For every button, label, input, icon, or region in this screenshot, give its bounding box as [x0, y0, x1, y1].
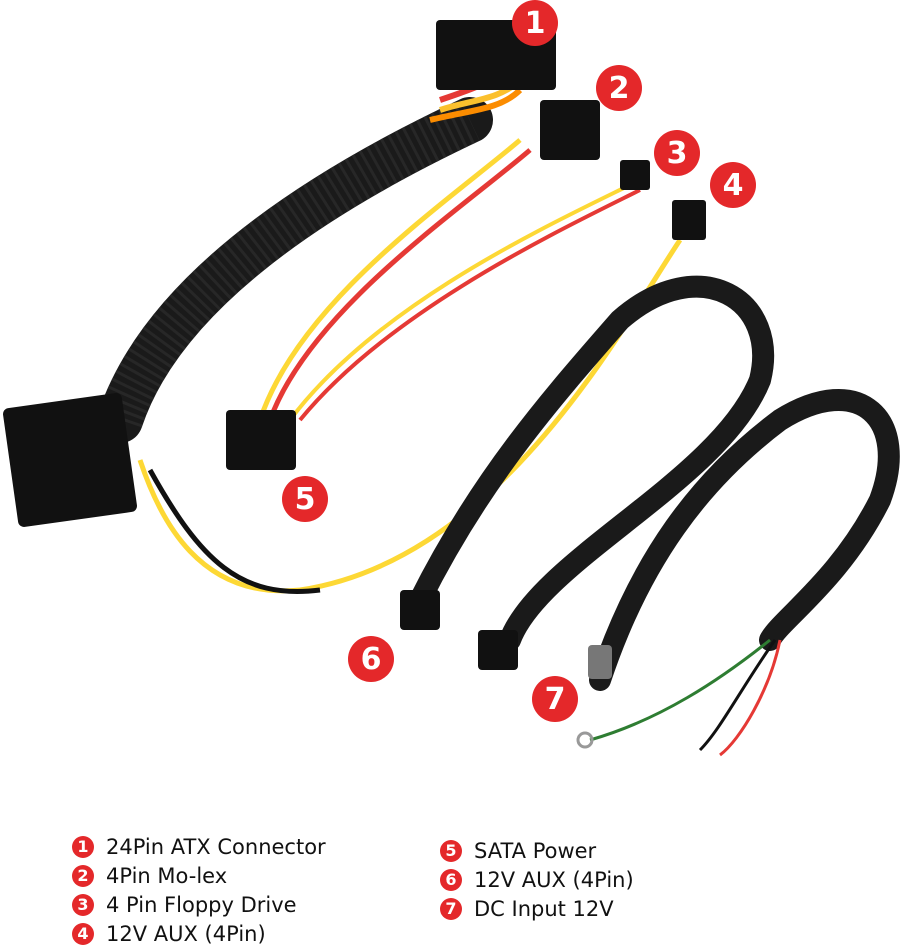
legend-label: SATA Power [474, 838, 597, 863]
aux-4pin-connector-6 [400, 590, 440, 630]
legend-label: 4 Pin Floppy Drive [106, 892, 297, 917]
legend-right: 5 SATA Power 6 12V AUX (4Pin) 7 DC Input… [440, 836, 634, 923]
legend-number-badge: 6 [440, 868, 462, 891]
badge-1: 1 [512, 0, 558, 46]
legend-item: 1 24Pin ATX Connector [72, 832, 326, 861]
badge-5: 5 [282, 476, 328, 522]
molex-connector [540, 100, 600, 160]
legend-item: 2 4Pin Mo-lex [72, 861, 326, 890]
legend-item: 5 SATA Power [440, 836, 634, 865]
legend-item: 3 4 Pin Floppy Drive [72, 890, 326, 919]
badge-4: 4 [710, 162, 756, 208]
legend-number-badge: 2 [72, 864, 94, 887]
badge-6: 6 [348, 636, 394, 682]
legend-number-badge: 4 [72, 922, 94, 945]
floppy-connector [620, 160, 650, 190]
badge-3: 3 [654, 130, 700, 176]
dc-input-jack [588, 645, 612, 679]
badge-2: 2 [596, 65, 642, 111]
aux-4pin-connector-top [672, 200, 706, 240]
legend-left: 1 24Pin ATX Connector 2 4Pin Mo-lex 3 4 … [72, 832, 326, 948]
badge-7: 7 [532, 676, 578, 722]
atx-24pin-connector-bottom [3, 393, 137, 527]
legend-number-badge: 5 [440, 839, 462, 862]
sata-connector [226, 410, 296, 470]
legend-number-badge: 1 [72, 835, 94, 858]
legend-label: 24Pin ATX Connector [106, 834, 326, 859]
legend-label: 12V AUX (4Pin) [474, 867, 634, 892]
legend-number-badge: 3 [72, 893, 94, 916]
legend-label: 12V AUX (4Pin) [106, 921, 266, 946]
legend-label: DC Input 12V [474, 896, 614, 921]
cable-photo [3, 20, 900, 757]
legend-item: 6 12V AUX (4Pin) [440, 865, 634, 894]
legend-item: 4 12V AUX (4Pin) [72, 919, 326, 948]
legend-label: 4Pin Mo-lex [106, 863, 228, 888]
legend-number-badge: 7 [440, 897, 462, 920]
aux-4pin-connector-second [478, 630, 518, 670]
legend-item: 7 DC Input 12V [440, 894, 634, 923]
